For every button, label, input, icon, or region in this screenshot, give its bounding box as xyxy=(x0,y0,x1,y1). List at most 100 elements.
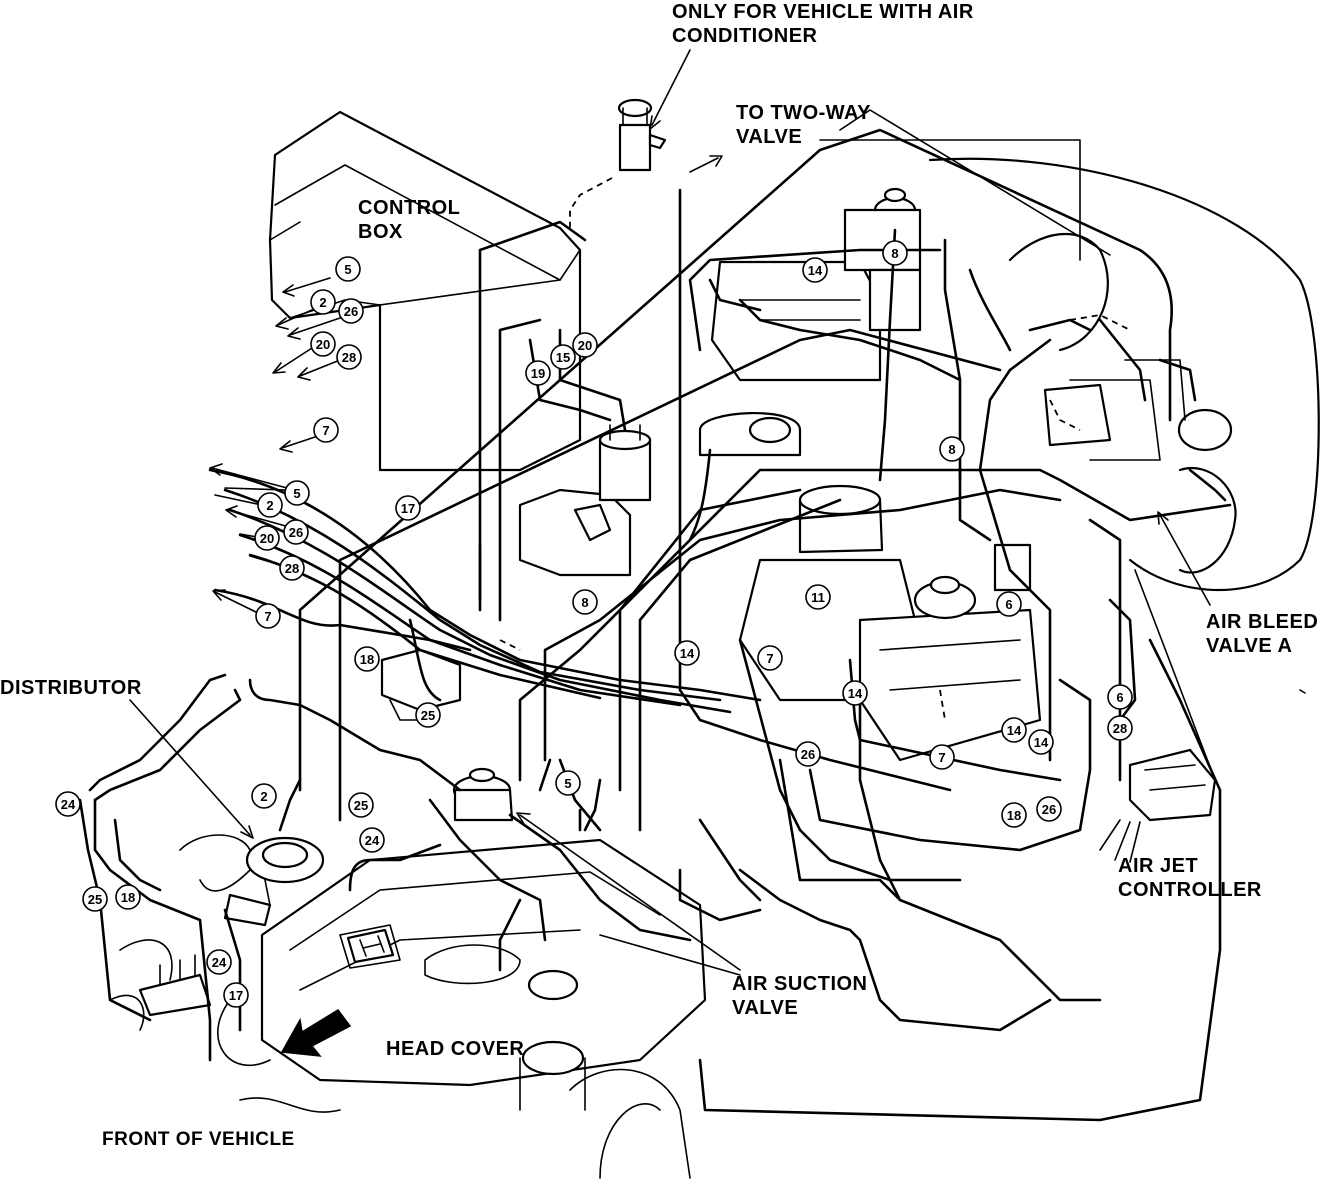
hose-number-layer: 5 2 26 20 28 7 5 2 26 20 28 7 17 19 15 20 8 8 8 14 11 14 7 14 6 6… xyxy=(55,240,1133,1008)
hose-number-text: 14 xyxy=(680,646,695,661)
hose-number-callout: 17 xyxy=(223,982,249,1008)
hose-number-callout: 14 xyxy=(842,680,868,706)
hose-number-text: 18 xyxy=(1007,808,1021,823)
hose-number-callout: 6 xyxy=(1107,684,1133,710)
hose-number-text: 28 xyxy=(285,561,299,576)
hose-number-text: 5 xyxy=(293,486,300,501)
hose-number-text: 24 xyxy=(61,797,76,812)
hose-number-text: 5 xyxy=(344,262,351,277)
hose-number-callout: 2 xyxy=(251,783,277,809)
hose-number-text: 8 xyxy=(891,246,898,261)
hose-number-text: 17 xyxy=(229,988,243,1003)
hose-number-text: 2 xyxy=(260,789,267,804)
hose-number-callout: 15 xyxy=(550,344,576,370)
hose-number-callout: 26 xyxy=(283,519,309,545)
hose-number-callout: 8 xyxy=(572,589,598,615)
hose-number-callout: 7 xyxy=(929,744,955,770)
lower-sensor xyxy=(138,954,212,1017)
two-way-valve-label: TO TWO-WAY VALVE xyxy=(736,102,871,148)
hose-number-callout: 19 xyxy=(525,360,551,386)
air-suction-valve-body xyxy=(452,767,514,822)
air-jet-controller-label: AIR JET CONTROLLER xyxy=(1118,855,1262,901)
distributor-body xyxy=(179,834,325,927)
hose-number-text: 5 xyxy=(564,776,571,791)
hose-arrows xyxy=(209,155,723,616)
h-emblem-icon xyxy=(346,928,395,964)
vacuum-solenoid xyxy=(518,424,652,577)
hose-number-callout: 26 xyxy=(338,298,364,324)
hose-number-callout: 5 xyxy=(335,256,361,282)
hose-number-text: 8 xyxy=(581,595,588,610)
hose-number-callout: 5 xyxy=(555,770,581,796)
hose-number-text: 24 xyxy=(365,833,380,848)
hose-number-callout: 20 xyxy=(310,331,336,357)
hose-number-callout: 20 xyxy=(254,525,280,551)
hose-number-text: 26 xyxy=(1042,802,1056,817)
ac-note-label: ONLY FOR VEHICLE WITH AIR CONDITIONER xyxy=(672,1,974,47)
leader-lines xyxy=(129,49,1306,976)
hose-number-callout: 7 xyxy=(255,603,281,629)
air-bleed-valve-label: AIR BLEED VALVE A xyxy=(1206,611,1319,657)
hose-number-text: 2 xyxy=(266,498,273,513)
hose-number-callout: 8 xyxy=(882,240,908,266)
hose-number-callout: 28 xyxy=(336,344,362,370)
hose-number-callout: 25 xyxy=(82,886,108,912)
hose-number-text: 25 xyxy=(88,892,102,907)
hose-number-text: 20 xyxy=(260,531,274,546)
hose-number-callout: 24 xyxy=(55,791,81,817)
hose-number-callout: 26 xyxy=(1036,796,1062,822)
hose-number-text: 7 xyxy=(938,750,945,765)
hose-number-callout: 11 xyxy=(805,584,831,610)
hose-number-text: 11 xyxy=(811,590,825,605)
ac-dashed-line xyxy=(499,177,1131,721)
hose-number-callout: 8 xyxy=(939,436,965,462)
hose-number-callout: 14 xyxy=(674,640,700,666)
hose-number-text: 7 xyxy=(264,609,271,624)
hose-number-text: 24 xyxy=(212,955,227,970)
hose-number-callout: 26 xyxy=(795,741,821,767)
hose-number-callout: 14 xyxy=(1001,717,1027,743)
hose-number-text: 26 xyxy=(801,747,815,762)
control-box xyxy=(268,110,582,472)
distributor-label: DISTRIBUTOR xyxy=(0,677,142,699)
hose-number-callout: 25 xyxy=(348,792,374,818)
hose-number-text: 7 xyxy=(322,423,329,438)
head-cover xyxy=(109,838,707,1179)
hose-number-text: 6 xyxy=(1116,690,1123,705)
hose-number-text: 25 xyxy=(421,708,435,723)
hose-number-text: 19 xyxy=(531,366,545,381)
hose-number-callout: 14 xyxy=(802,257,828,283)
hose-number-callout: 18 xyxy=(1001,802,1027,828)
hose-number-callout: 18 xyxy=(354,646,380,672)
hose-number-text: 6 xyxy=(1005,597,1012,612)
ac-valve xyxy=(617,98,667,172)
hose-number-text: 28 xyxy=(342,350,356,365)
hose-number-text: 28 xyxy=(1113,721,1127,736)
hose-number-text: 14 xyxy=(808,263,823,278)
front-of-vehicle-label: FRONT OF VEHICLE xyxy=(102,1129,295,1150)
hose-number-callout: 7 xyxy=(313,417,339,443)
control-box-label: CONTROL BOX xyxy=(358,197,461,243)
hose-number-text: 20 xyxy=(578,338,592,353)
hose-number-text: 14 xyxy=(1034,735,1049,750)
hose-number-callout: 20 xyxy=(572,332,598,358)
hose-number-callout: 18 xyxy=(115,884,141,910)
hose-number-callout: 17 xyxy=(395,495,421,521)
hose-number-text: 26 xyxy=(344,304,358,319)
hose-number-callout: 14 xyxy=(1028,729,1054,755)
hose-number-text: 15 xyxy=(556,350,570,365)
air-suction-valve-label: AIR SUCTION VALVE xyxy=(732,973,868,1019)
air-cleaner-housing xyxy=(819,109,1320,591)
head-cover-label: HEAD COVER xyxy=(386,1038,525,1060)
hose-number-callout: 24 xyxy=(206,949,232,975)
hose-number-text: 8 xyxy=(948,442,955,457)
hose-number-text: 18 xyxy=(121,890,135,905)
hose-number-text: 25 xyxy=(354,798,368,813)
hose-number-text: 14 xyxy=(848,686,863,701)
hose-number-callout: 28 xyxy=(279,555,305,581)
hose-number-text: 26 xyxy=(289,525,303,540)
hose-number-text: 20 xyxy=(316,337,330,352)
hose-number-callout: 24 xyxy=(359,827,385,853)
